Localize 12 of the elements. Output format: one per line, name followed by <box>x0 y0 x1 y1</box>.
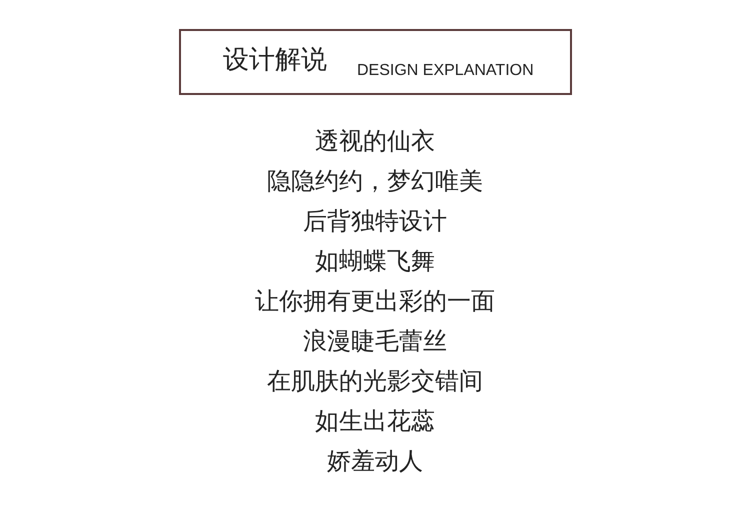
text-line: 隐隐约约，梦幻唯美 <box>267 167 483 195</box>
text-line: 透视的仙衣 <box>315 127 435 155</box>
text-line: 如生出花蕊 <box>315 407 435 435</box>
title-box <box>179 29 572 95</box>
text-line: 让你拥有更出彩的一面 <box>255 287 495 315</box>
text-line: 娇羞动人 <box>327 447 423 475</box>
text-line: 浪漫睫毛蕾丝 <box>303 327 447 355</box>
subtitle-text: DESIGN EXPLANATION <box>357 61 534 81</box>
title-text: 设计解说 <box>223 45 327 75</box>
text-line: 后背独特设计 <box>303 207 447 235</box>
text-line: 在肌肤的光影交错间 <box>267 367 483 395</box>
text-line: 如蝴蝶飞舞 <box>315 247 435 275</box>
